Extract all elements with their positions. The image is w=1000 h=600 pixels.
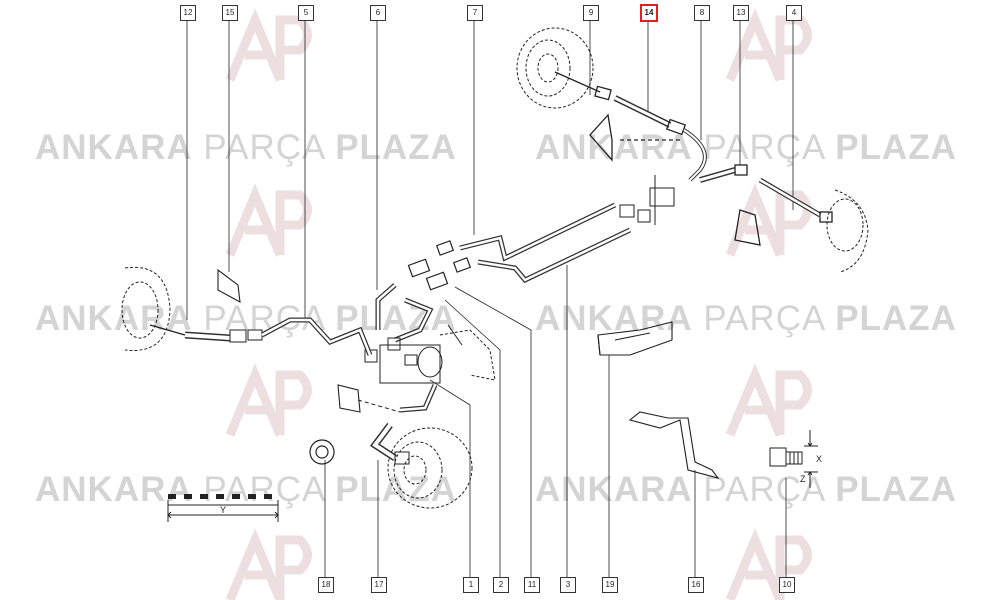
flexible-hose-14: [554, 71, 687, 162]
callout-9[interactable]: 9: [583, 5, 599, 21]
callout-14-highlighted[interactable]: 14: [640, 4, 658, 22]
flexible-hose-12: [149, 324, 263, 343]
watermark-logo: [725, 363, 812, 437]
callout-19[interactable]: 19: [602, 577, 618, 593]
watermark-logo: [225, 528, 312, 600]
callout-13[interactable]: 13: [733, 5, 749, 21]
callout-11[interactable]: 11: [524, 577, 540, 593]
front-right-wheel: [387, 427, 473, 509]
callout-4[interactable]: 4: [786, 5, 802, 21]
leader-lines: [186, 20, 794, 578]
rigid-pipe-7: [459, 202, 617, 262]
fitting-10: [769, 430, 818, 488]
rigid-pipe-3: [477, 227, 632, 284]
callout-18[interactable]: 18: [318, 577, 334, 593]
flexible-hose-13: [699, 164, 833, 246]
rigid-pipe-5: [260, 317, 373, 356]
watermark-text: ANKARA PARÇA PLAZA: [535, 470, 957, 509]
callout-5[interactable]: 5: [298, 5, 314, 21]
flexible-hose-17: [337, 384, 438, 465]
callout-15[interactable]: 15: [222, 5, 238, 21]
bracket-15: [217, 268, 241, 303]
scale-bar: [167, 500, 279, 522]
callout-1[interactable]: 1: [463, 577, 479, 593]
callout-7[interactable]: 7: [467, 5, 483, 21]
front-left-wheel: [121, 266, 171, 351]
bracket-16: [628, 411, 720, 479]
watermark-logo: [225, 363, 312, 437]
callout-10[interactable]: 10: [779, 577, 795, 593]
callout-6[interactable]: 6: [370, 5, 386, 21]
watermark-text: ANKARA PARÇA PLAZA: [35, 128, 457, 167]
watermark-logo: [225, 183, 312, 257]
watermark-text: ANKARA PARÇA PLAZA: [35, 470, 457, 509]
callout-12[interactable]: 12: [180, 5, 196, 21]
dimension-z-label: Z: [800, 474, 806, 484]
watermark-text: ANKARA PARÇA PLAZA: [535, 299, 957, 338]
callout-3[interactable]: 3: [560, 577, 576, 593]
callout-2[interactable]: 2: [493, 577, 509, 593]
watermark-logo: [725, 528, 812, 600]
callout-16[interactable]: 16: [688, 577, 704, 593]
clip-18: [309, 439, 335, 465]
dimension-x-label: X: [816, 454, 823, 464]
watermark-text: ANKARA PARÇA PLAZA: [535, 128, 957, 167]
valve-block: [619, 175, 675, 225]
callout-17[interactable]: 17: [371, 577, 387, 593]
dimension-y-label: Y: [220, 505, 227, 515]
scale-bar-ticks: [168, 494, 272, 499]
master-cylinder: [364, 324, 496, 384]
clip-block-19: [597, 321, 673, 356]
rear-left-wheel: [826, 189, 869, 273]
callout-8[interactable]: 8: [694, 5, 710, 21]
rear-right-wheel: [516, 27, 594, 109]
union-fittings: [407, 240, 472, 291]
